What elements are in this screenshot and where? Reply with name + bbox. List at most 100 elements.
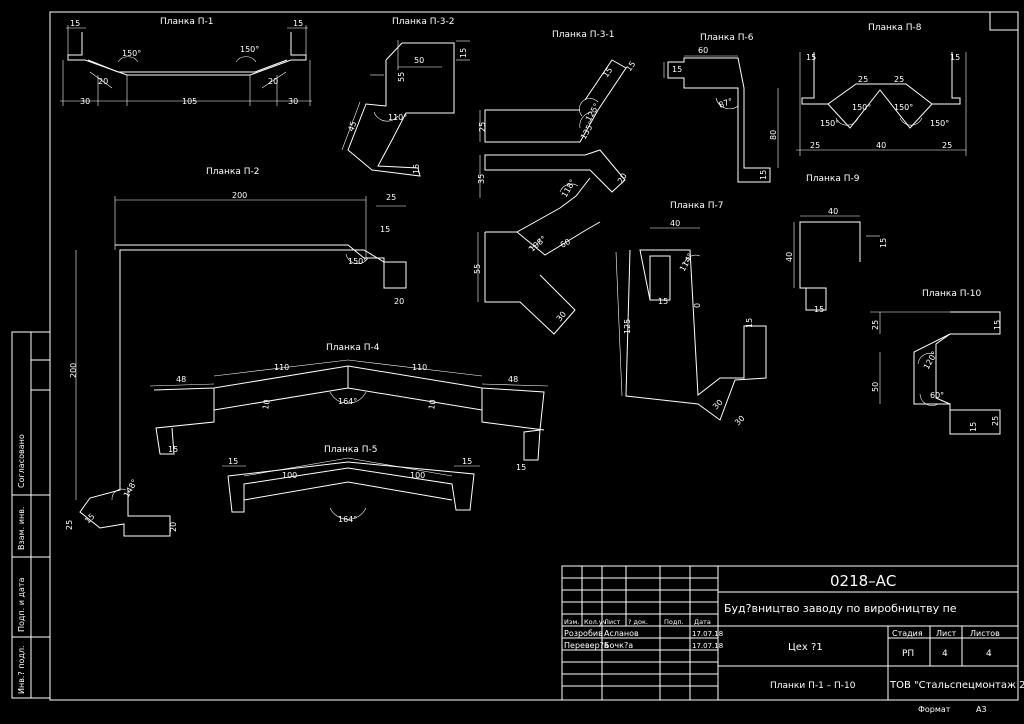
dim-p8-10: 25 xyxy=(942,141,952,150)
dim-p4-7: 15 xyxy=(168,445,178,454)
dim-p4-2: 110 xyxy=(412,363,427,372)
title-p8: Планка П-8 xyxy=(868,23,922,33)
dim-p1-6: 30 xyxy=(80,97,90,106)
part-p9: Планка П-9 40 40 15 15 xyxy=(785,174,888,314)
title-p2: Планка П-2 xyxy=(206,167,259,177)
dim-p31-8: 55 xyxy=(473,264,482,274)
part-p1: Планка П-1 15 15 150° 150° 20 20 30 105 … xyxy=(60,17,312,106)
dim-p8-3: 25 xyxy=(894,75,904,84)
workshop: Цех ?1 xyxy=(788,642,823,653)
title-block: 0218–АС Буд?вництво заводу по виробництв… xyxy=(561,565,1024,714)
dim-p2-2: 15 xyxy=(380,225,390,234)
part-p3-2: Планка П-3-2 50 15 55 45 110° 15 xyxy=(341,17,470,177)
drawing-name: Планки П-1 – П-10 xyxy=(770,681,856,691)
dim-p6-4: 15 xyxy=(759,170,768,180)
dim-p7-0: 40 xyxy=(670,219,680,228)
format-label: Формат xyxy=(918,705,951,714)
row0-date: 17.07.18 xyxy=(692,630,723,638)
part-p5: Планка П-5 15 100 100 15 164° xyxy=(222,445,480,524)
part-p2: Планка П-2 200 25 15 150° 20 200 148° 25… xyxy=(65,167,407,537)
dim-p2-6: 148° xyxy=(122,478,139,499)
dim-p7-1: 114° xyxy=(678,252,695,273)
title-p7: Планка П-7 xyxy=(670,201,723,211)
dim-p1-2: 150° xyxy=(122,49,141,58)
title-p3-2: Планка П-3-2 xyxy=(392,17,454,27)
stamp-inv-orig: Инв.? подл. xyxy=(17,645,26,694)
dim-p31-2: 135° xyxy=(579,120,596,141)
dim-p8-7: 150° xyxy=(930,119,949,128)
part-p6: Планка П-6 60 15 87° 80 15 xyxy=(663,33,779,183)
dim-p31-0: 15 xyxy=(624,60,637,74)
dim-p31-4: 25 xyxy=(478,122,487,132)
dim-p9-1: 40 xyxy=(785,252,794,262)
dim-p7-3: 125 xyxy=(623,319,632,334)
dim-p8-8: 25 xyxy=(810,141,820,150)
frame-corner-mark xyxy=(989,12,1018,31)
dim-p8-0: 15 xyxy=(806,53,816,62)
part-p7: Планка П-7 40 114° 15 125 0 15 30 30 xyxy=(615,201,767,428)
dim-p4-5: 10 xyxy=(261,399,272,411)
organization: ТОВ "Стальспецмонтаж 2 xyxy=(889,680,1024,691)
dim-p7-6: 30 xyxy=(711,398,725,412)
dim-p31-3: 125° xyxy=(584,102,601,123)
title-p9: Планка П-9 xyxy=(806,174,860,184)
dim-p9-3: 15 xyxy=(814,305,824,314)
stamp-inv-replace: Взам. инв. xyxy=(17,507,26,550)
dim-p5-1: 100 xyxy=(282,471,297,480)
sheets-value: 4 xyxy=(986,649,992,659)
dim-p5-0: 15 xyxy=(228,457,238,466)
dim-p7-4: 0 xyxy=(693,303,702,308)
dim-p4-1: 110 xyxy=(274,363,289,372)
dim-p9-2: 15 xyxy=(879,238,888,248)
dim-p10-4: 60° xyxy=(930,391,944,400)
part-p10: Планка П-10 25 15 50 120° 60° 15 25 xyxy=(870,289,1002,435)
dim-p31-9: 108° xyxy=(528,234,549,253)
row0-role: Розробив xyxy=(564,629,603,638)
col-izm: Изм. xyxy=(564,618,579,626)
stamp-sign-date: Подп. и дата xyxy=(17,577,26,632)
dim-p32-0: 50 xyxy=(414,56,424,65)
dim-p4-3: 48 xyxy=(508,375,518,384)
dim-p31-11: 30 xyxy=(555,310,568,324)
dim-p31-6: 20 xyxy=(616,172,629,185)
project-name: Буд?вництво заводу по виробництву пе xyxy=(724,602,957,615)
dim-p1-3: 150° xyxy=(240,45,259,54)
part-p3-1: Планка П-3-1 15 15 135° 125° 25 35 20 11… xyxy=(473,30,637,335)
dim-p8-9: 40 xyxy=(876,141,886,150)
format-value: А3 xyxy=(976,705,987,714)
dim-p2-9: 20 xyxy=(169,522,178,532)
row1-name: Бочк?а xyxy=(604,641,633,650)
stage-value: РП xyxy=(902,649,914,659)
dim-p32-3: 45 xyxy=(346,120,358,133)
drawing-code: 0218–АС xyxy=(830,572,896,590)
row1-date: 17.07.18 xyxy=(692,642,723,650)
row1-role: Перевер?в xyxy=(564,641,609,650)
dim-p2-5: 200 xyxy=(69,363,78,378)
dim-p7-2: 15 xyxy=(658,297,668,306)
dim-p7-5: 15 xyxy=(745,318,754,328)
dim-p1-5: 20 xyxy=(268,77,278,86)
dim-p32-5: 15 xyxy=(412,164,421,174)
title-p5: Планка П-5 xyxy=(324,445,377,455)
stage-header: Стадия xyxy=(892,629,923,638)
dim-p5-4: 164° xyxy=(338,515,357,524)
dim-p2-0: 200 xyxy=(232,191,247,200)
sheets-header: Листов xyxy=(970,629,1000,638)
dim-p2-1: 25 xyxy=(386,193,396,202)
dim-p7-7: 30 xyxy=(733,414,747,428)
sheet-header: Лист xyxy=(936,629,957,638)
dim-p1-8: 30 xyxy=(288,97,298,106)
dim-p10-3: 120° xyxy=(922,350,939,371)
dim-p8-5: 150° xyxy=(852,103,871,112)
title-p10: Планка П-10 xyxy=(922,289,981,299)
title-p4: Планка П-4 xyxy=(326,343,380,353)
dim-p10-1: 15 xyxy=(993,320,1002,330)
dim-p8-2: 25 xyxy=(858,75,868,84)
row0-name: Асланов xyxy=(604,629,639,638)
dim-p6-3: 80 xyxy=(769,130,778,140)
dim-p4-0: 48 xyxy=(176,375,186,384)
dim-p8-6: 150° xyxy=(894,103,913,112)
dim-p6-1: 15 xyxy=(672,65,682,74)
dim-p1-4: 20 xyxy=(98,77,108,86)
dim-p5-3: 15 xyxy=(462,457,472,466)
